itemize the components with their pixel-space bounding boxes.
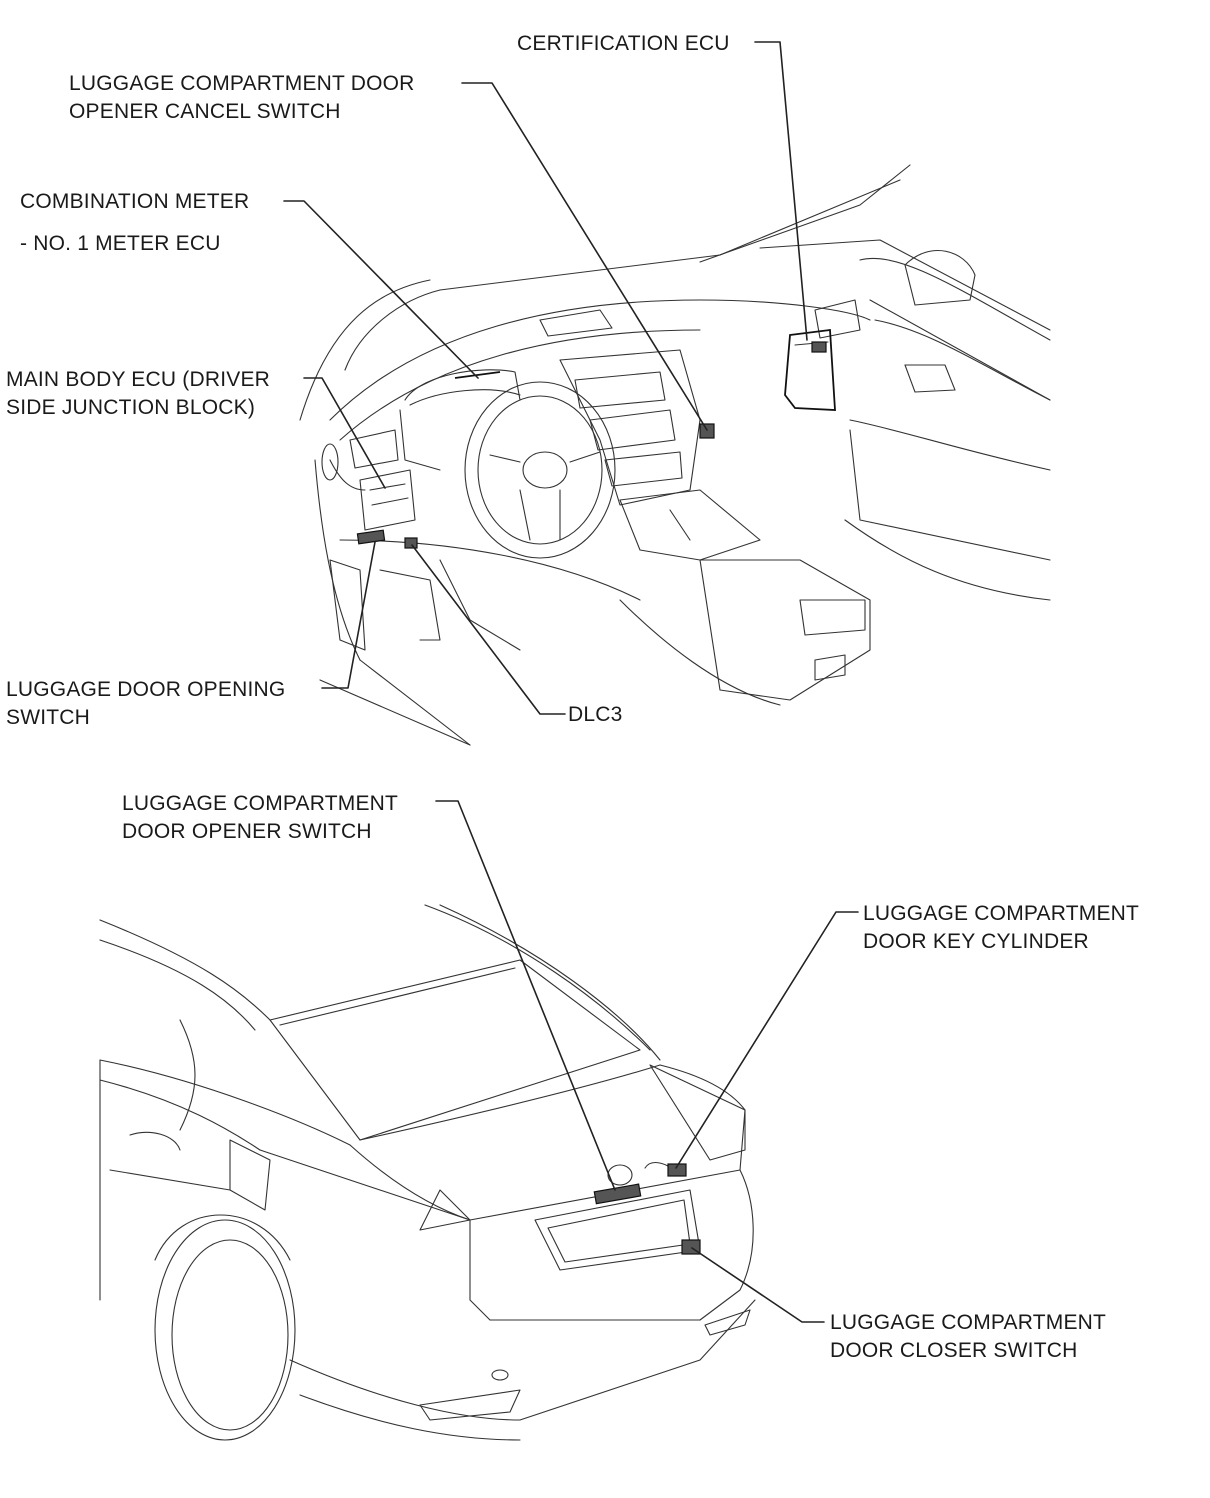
label-closer-switch-line1: LUGGAGE COMPARTMENT — [830, 1311, 1107, 1334]
leader-key-cylinder — [675, 911, 859, 1169]
label-certification-ecu: CERTIFICATION ECU — [517, 32, 730, 55]
leader-closer-switch — [691, 1247, 825, 1323]
label-combination-meter-line2: - NO. 1 METER ECU — [20, 232, 221, 255]
interior-dashboard-illustration — [299, 164, 1051, 746]
label-main-body-ecu-line2: SIDE JUNCTION BLOCK) — [6, 396, 256, 419]
label-opener-switch-line1: LUGGAGE COMPARTMENT — [122, 792, 399, 815]
label-luggage-cancel-switch-line2: OPENER CANCEL SWITCH — [69, 100, 341, 123]
label-key-cylinder-line2: DOOR KEY CYLINDER — [863, 930, 1089, 953]
label-key-cylinder-line1: LUGGAGE COMPARTMENT — [863, 902, 1140, 925]
label-main-body-ecu-line1: MAIN BODY ECU (DRIVER — [6, 368, 271, 391]
leader-luggage-door-opening-switch — [321, 541, 376, 689]
leader-dlc3 — [411, 544, 566, 715]
leader-combination-meter — [283, 200, 479, 379]
label-combination-meter-line1: COMBINATION METER — [20, 190, 250, 213]
label-opener-switch-line2: DOOR OPENER SWITCH — [122, 820, 372, 843]
leader-luggage-cancel-switch — [461, 82, 708, 431]
label-dlc3: DLC3 — [568, 703, 623, 726]
leader-certification-ecu — [754, 41, 808, 341]
leader-opener-switch — [435, 800, 616, 1191]
label-closer-switch-line2: DOOR CLOSER SWITCH — [830, 1339, 1078, 1362]
label-luggage-cancel-switch-line1: LUGGAGE COMPARTMENT DOOR — [69, 72, 415, 95]
leader-main-body-ecu — [303, 377, 386, 489]
exterior-rear-illustration — [99, 904, 756, 1441]
label-luggage-door-opening-switch-line2: SWITCH — [6, 706, 91, 729]
leader-lines — [283, 41, 859, 1323]
label-luggage-door-opening-switch-line1: LUGGAGE DOOR OPENING — [6, 678, 286, 701]
